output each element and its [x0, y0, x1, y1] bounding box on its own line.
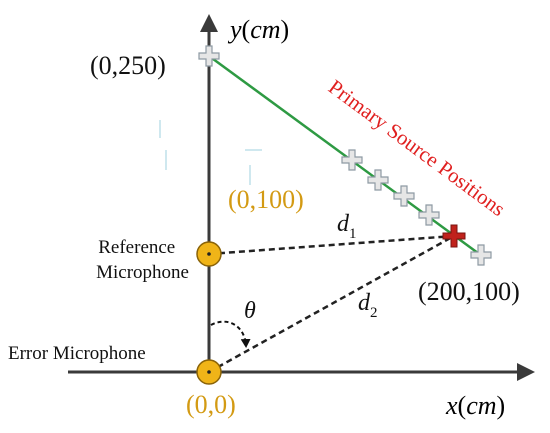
y-axis-arrowhead — [200, 14, 218, 32]
source-position-markers — [198, 45, 492, 266]
error-microphone-dot — [207, 370, 211, 374]
d1-label: d1 — [337, 211, 357, 242]
origin-label: (0,0) — [186, 390, 236, 419]
theta-label: θ — [244, 298, 256, 324]
theta-angle-arrow — [210, 320, 251, 348]
active-primary-source-marker — [442, 224, 466, 248]
source-marker — [367, 169, 389, 191]
x-axis-arrowhead — [517, 363, 535, 381]
d2-label: d2 — [358, 290, 378, 321]
source-marker — [470, 244, 492, 266]
faint-marks — [159, 120, 262, 185]
x-axis-title: x(cm) — [445, 391, 505, 420]
reference-microphone-dot — [207, 252, 211, 256]
source-marker — [418, 204, 440, 226]
source-positions-line — [208, 54, 483, 258]
y-axis — [200, 14, 218, 372]
source-marker — [341, 149, 363, 171]
source-marker — [393, 185, 415, 207]
top-point-label: (0,250) — [90, 51, 166, 80]
source-marker-top — [198, 45, 220, 67]
primary-point-label: (200,100) — [418, 277, 520, 306]
reference-point-label: (0,100) — [228, 185, 304, 214]
primary-source-positions-label: Primary Source Positions — [324, 75, 510, 221]
error-microphone-label: Error Microphone — [8, 343, 146, 364]
d2-distance-line — [208, 234, 455, 374]
reference-microphone-label: Reference Microphone — [96, 237, 189, 283]
y-axis-title: y(cm) — [227, 15, 289, 44]
d1-distance-line — [208, 234, 455, 256]
x-axis — [68, 363, 535, 381]
